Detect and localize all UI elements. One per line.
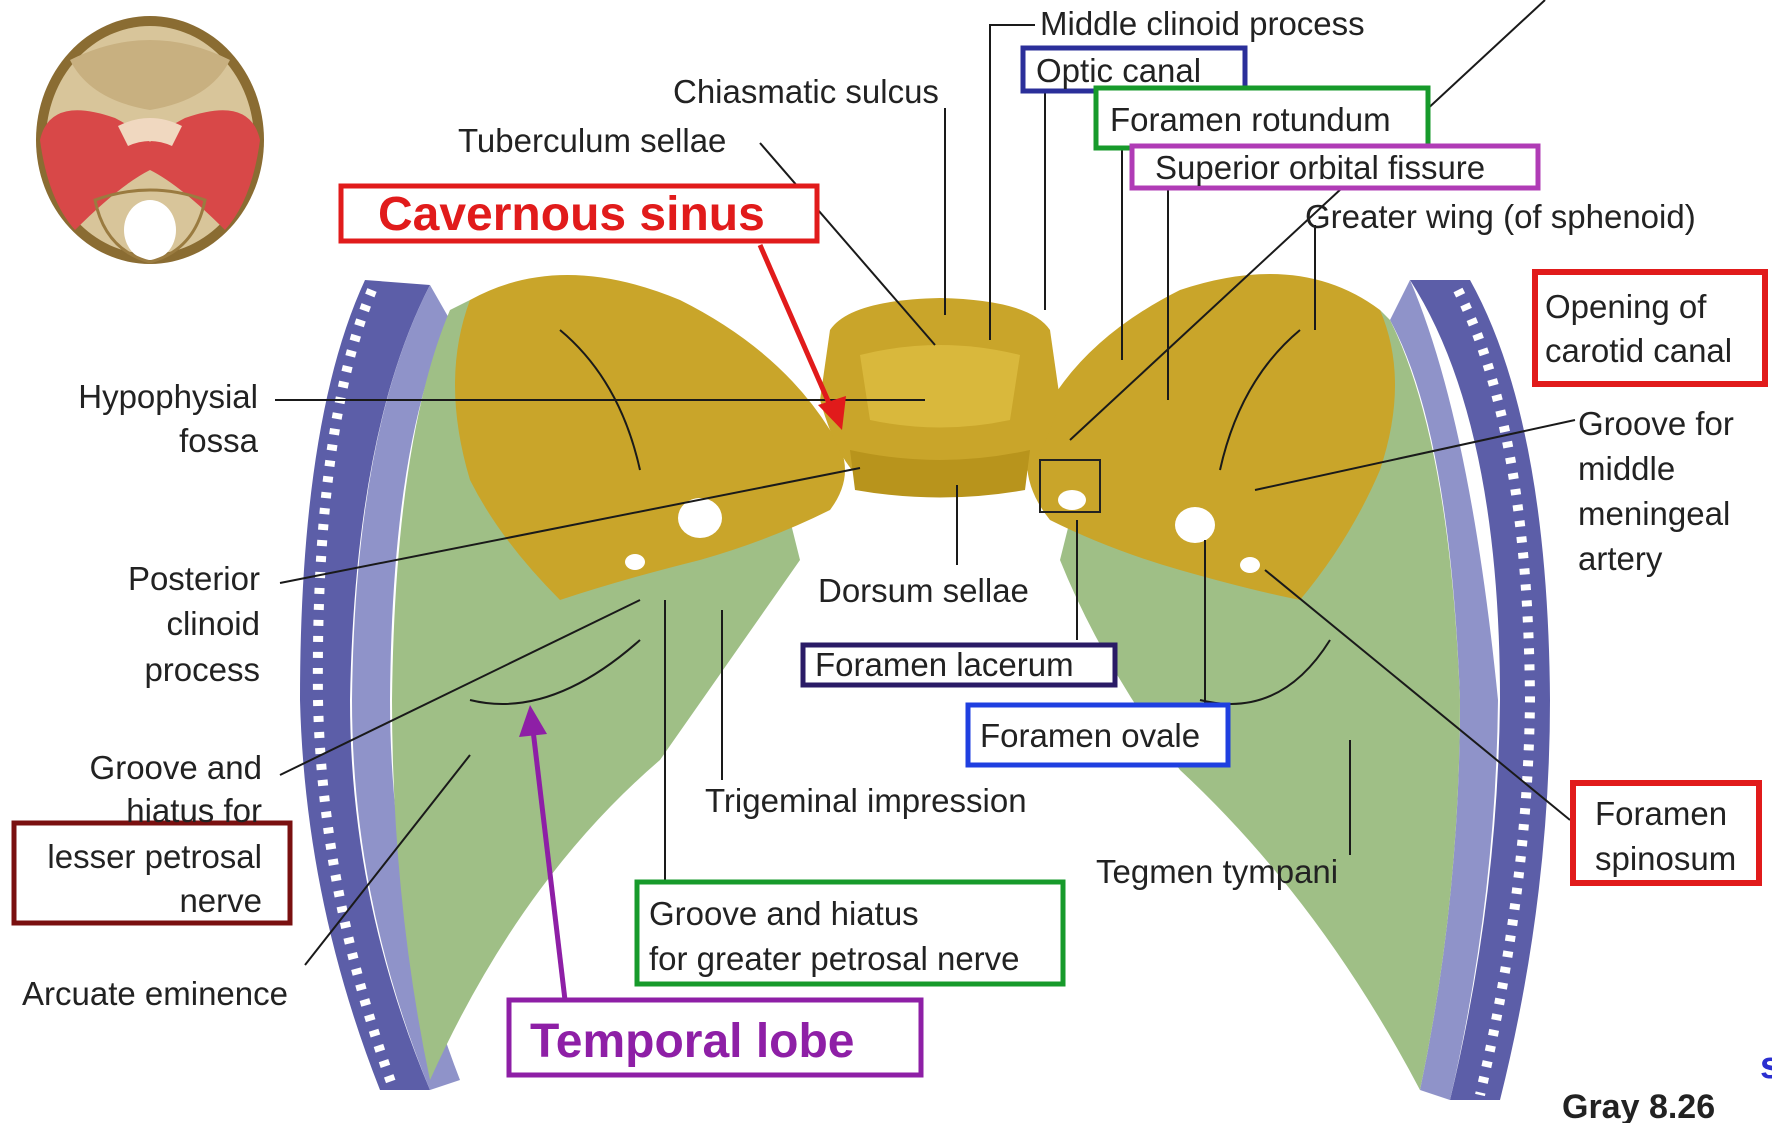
- label-dorsum-sellae: Dorsum sellae: [818, 572, 1029, 609]
- label-greater-wing: Greater wing (of sphenoid): [1305, 198, 1696, 235]
- label-opening-carotid-line1: Opening of: [1545, 288, 1707, 325]
- label-foramen-lacerum: Foramen lacerum: [815, 646, 1074, 683]
- label-tuberculum-sellae: Tuberculum sellae: [458, 122, 726, 159]
- label-foramen-spinosum-line2: spinosum: [1595, 840, 1736, 877]
- label-hypophysial-fossa-line1: Hypophysial: [78, 378, 258, 415]
- label-groove-greater-line2: for greater petrosal nerve: [649, 940, 1020, 977]
- foramen-lacerum-hole: [1058, 490, 1086, 510]
- label-tegmen-tympani: Tegmen tympani: [1096, 853, 1338, 890]
- label-trigeminal-impression: Trigeminal impression: [705, 782, 1027, 819]
- cropped-edge-text: s: [1760, 1045, 1772, 1087]
- label-posterior-clinoid-line1: Posterior: [128, 560, 260, 597]
- label-posterior-clinoid-line3: process: [144, 651, 260, 688]
- label-cavernous-sinus: Cavernous sinus: [378, 188, 765, 241]
- label-arcuate-eminence: Arcuate eminence: [22, 975, 288, 1012]
- label-foramen-spinosum-line1: Foramen: [1595, 795, 1727, 832]
- label-optic-canal: Optic canal: [1036, 52, 1201, 89]
- label-groove-lesser-line4: nerve: [179, 882, 262, 919]
- label-groove-lesser-line1: Groove and: [90, 749, 262, 786]
- label-chiasmatic-sulcus: Chiasmatic sulcus: [673, 73, 939, 110]
- label-groove-lesser-line2: hiatus for: [126, 792, 262, 829]
- foramen-ovale-right: [1175, 507, 1215, 543]
- label-temporal-lobe: Temporal lobe: [530, 1015, 855, 1068]
- foramen-ovale-left: [678, 498, 722, 538]
- foramen-spinosum-left: [625, 554, 645, 570]
- label-groove-mma-line3: meningeal: [1578, 495, 1730, 532]
- label-opening-carotid-line2: carotid canal: [1545, 332, 1732, 369]
- skull-inset-thumbnail: [36, 16, 264, 264]
- label-superior-orbital-fissure: Superior orbital fissure: [1155, 149, 1485, 186]
- label-groove-mma-line2: middle: [1578, 450, 1675, 487]
- label-foramen-rotundum: Foramen rotundum: [1110, 101, 1391, 138]
- label-groove-greater-line1: Groove and hiatus: [649, 895, 919, 932]
- label-groove-lesser-line3: lesser petrosal: [47, 838, 262, 875]
- label-middle-clinoid-process: Middle clinoid process: [1040, 5, 1365, 42]
- label-posterior-clinoid-line2: clinoid: [166, 605, 260, 642]
- source-citation: Gray 8.26: [1562, 1088, 1715, 1123]
- label-groove-mma-line1: Groove for: [1578, 405, 1734, 442]
- label-hypophysial-fossa-line2: fossa: [179, 422, 259, 459]
- label-foramen-ovale: Foramen ovale: [980, 717, 1200, 754]
- label-groove-mma-line4: artery: [1578, 540, 1663, 577]
- foramen-spinosum-right: [1240, 557, 1260, 573]
